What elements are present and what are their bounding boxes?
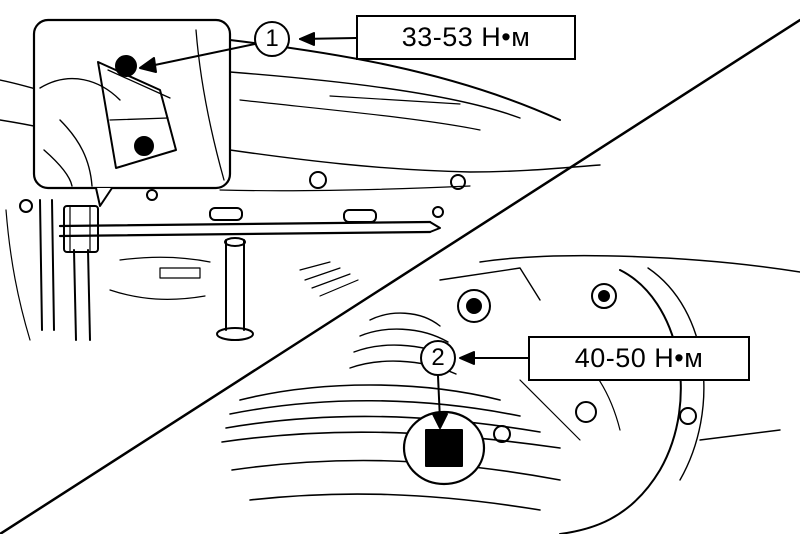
torque-spec-1-label: 33-53 Н•м [356,15,576,60]
lower-scene [221,254,800,534]
detail-inset [32,18,232,207]
upper-scene [0,39,601,341]
callout-1: 1 [254,21,290,57]
torque-spec-2-label: 40-50 Н•м [528,336,750,381]
divider-line [0,18,800,534]
callout-2: 2 [420,340,456,376]
leader-arrows [139,32,529,429]
